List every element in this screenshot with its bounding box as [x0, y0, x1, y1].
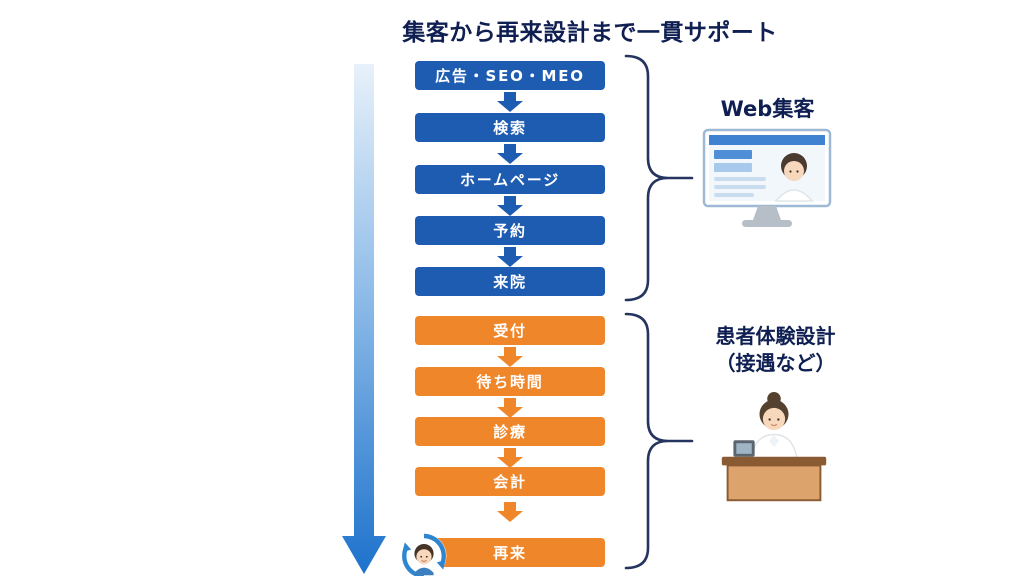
arrow-stem	[504, 448, 516, 457]
arrow-head	[497, 356, 523, 367]
arrow-stem	[504, 347, 516, 356]
down-arrow-icon	[497, 502, 523, 522]
step-label: 予約	[493, 222, 527, 240]
arrow-stem	[504, 247, 516, 256]
step-label: 来院	[493, 273, 527, 291]
arrow-head	[497, 457, 523, 468]
down-arrow-icon	[497, 196, 523, 216]
down-arrow-icon	[497, 92, 523, 112]
down-arrow-icon	[497, 247, 523, 267]
arrow-head	[497, 153, 523, 164]
receptionist-desk-icon	[721, 391, 827, 502]
returning-patient-cycle-icon	[401, 533, 447, 576]
flow-step-payment: 会計	[415, 467, 605, 496]
web-group-brace	[624, 54, 694, 302]
flow-step-homepage: ホームページ	[415, 165, 605, 194]
diagram-title: 集客から再来設計まで一貫サポート	[402, 20, 778, 46]
step-label: ホームページ	[459, 171, 561, 189]
flow-step-waiting-time: 待ち時間	[415, 367, 605, 396]
arrow-stem	[504, 196, 516, 205]
arrow-stem	[504, 398, 516, 407]
down-arrow-icon	[497, 347, 523, 367]
flow-step-reservation: 予約	[415, 216, 605, 245]
step-label: 診療	[493, 423, 527, 441]
arrow-head	[497, 256, 523, 267]
flow-step-return-visit: 再来	[415, 538, 605, 567]
flow-step-visit: 来院	[415, 267, 605, 296]
down-arrow-icon	[497, 448, 523, 468]
step-label: 検索	[493, 119, 527, 137]
patient-group-label-line1: 患者体験設計	[715, 324, 836, 348]
arrow-stem	[504, 92, 516, 101]
patient-group-label-line2: （接遇など）	[715, 351, 836, 375]
step-label: 受付	[493, 322, 527, 340]
arrow-head	[497, 205, 523, 216]
downward-gradient-arrow-icon	[342, 64, 386, 574]
down-arrow-icon	[497, 398, 523, 418]
patient-group-brace	[624, 312, 694, 570]
patient-group-label: 患者体験設計 （接遇など）	[688, 323, 863, 377]
monitor-with-staff-icon	[702, 128, 832, 227]
flow-step-treatment: 診療	[415, 417, 605, 446]
arrow-head	[497, 101, 523, 112]
flow-step-search: 検索	[415, 113, 605, 142]
step-label: 広告・SEO・MEO	[435, 67, 585, 85]
step-label: 待ち時間	[476, 373, 544, 391]
arrow-stem	[504, 144, 516, 153]
flow-step-ads-seo-meo: 広告・SEO・MEO	[415, 61, 605, 90]
step-label: 会計	[493, 473, 527, 491]
web-group-label: Web集客	[720, 97, 815, 121]
arrow-head	[497, 511, 523, 522]
arrow-head	[497, 407, 523, 418]
down-arrow-icon	[497, 144, 523, 164]
arrow-stem	[504, 502, 516, 511]
step-label: 再来	[493, 544, 527, 562]
flow-step-reception: 受付	[415, 316, 605, 345]
